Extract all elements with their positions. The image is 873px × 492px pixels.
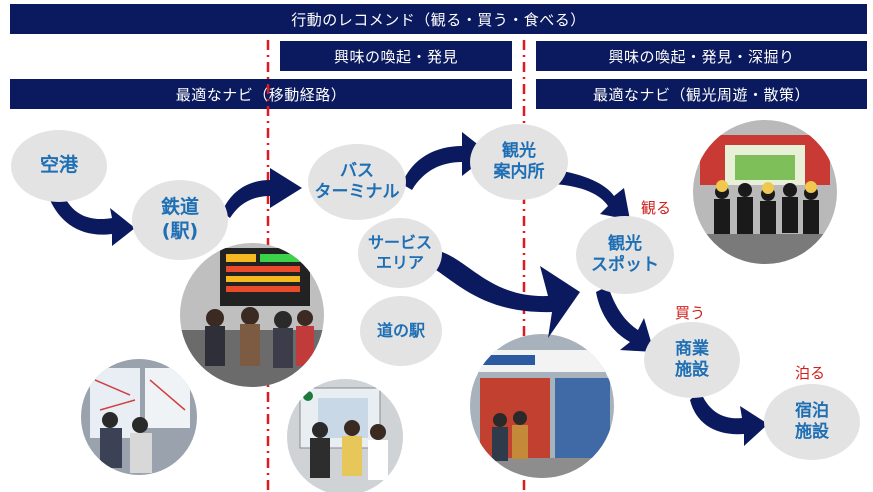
arrow-commercial-to-lodging [690,390,768,446]
interest-bar-mid-label: 興味の喚起・発見 [333,47,458,66]
node-roadside-station: 道の駅 [360,296,442,366]
arrow-info-to-spot [554,170,630,220]
interest-bar-right: 興味の喚起・発見・深掘り [536,41,867,71]
node-tourist-info-label: 観光 案内所 [493,140,545,182]
action-stay-label: 泊る [795,364,826,382]
node-commercial: 商業 施設 [644,322,740,398]
node-service-area: サービス エリア [358,218,442,288]
arrow-service-to-spot [436,252,580,338]
recommendation-bar: 行動のレコメンド（観る・買う・食べる） [10,4,867,34]
navi-bar-right: 最適なナビ（観光周遊・散策） [536,79,867,109]
node-airport-label: 空港 [39,154,78,177]
node-service-area-label: サービス エリア [367,233,432,272]
node-bus-terminal: バス ターミナル [308,144,406,220]
navi-bar-left: 最適なナビ（移動経路） [10,79,512,109]
recommendation-bar-label: 行動のレコメンド（観る・買う・食べる） [291,10,586,29]
roadside-info-photo [287,379,403,492]
node-airport: 空港 [11,130,107,202]
node-roadside-station-label: 道の駅 [376,321,425,340]
arrow-railway-to-bus [222,168,302,218]
tourist-office-photo [470,334,614,478]
interest-bar-mid: 興味の喚起・発見 [280,41,512,71]
node-bus-terminal-label: バス ターミナル [314,160,400,202]
node-railway-label: 鉄道 (駅) [160,196,199,242]
sightseeing-photo [693,120,837,264]
node-tourist-spot: 観光 スポット [576,216,674,294]
navi-bar-left-label: 最適なナビ（移動経路） [175,85,347,104]
node-lodging: 宿泊 施設 [764,384,860,460]
node-lodging-label: 宿泊 施設 [795,400,829,442]
node-tourist-info: 観光 案内所 [470,124,568,200]
arrow-airport-to-railway [50,190,135,246]
action-see-label: 観る [641,199,672,217]
node-commercial-label: 商業 施設 [675,338,709,380]
arrow-spot-to-commercial [596,286,654,352]
interest-bar-right-label: 興味の喚起・発見・深掘り [608,47,795,66]
action-buy-label: 買う [675,304,706,322]
map-board-photo [81,359,197,475]
navi-bar-right-label: 最適なナビ（観光周遊・散策） [592,85,810,104]
arrow-bus-to-info [402,132,490,190]
node-tourist-spot-label: 観光 スポット [591,233,659,275]
node-railway: 鉄道 (駅) [132,180,228,260]
station-board-photo [180,243,324,387]
